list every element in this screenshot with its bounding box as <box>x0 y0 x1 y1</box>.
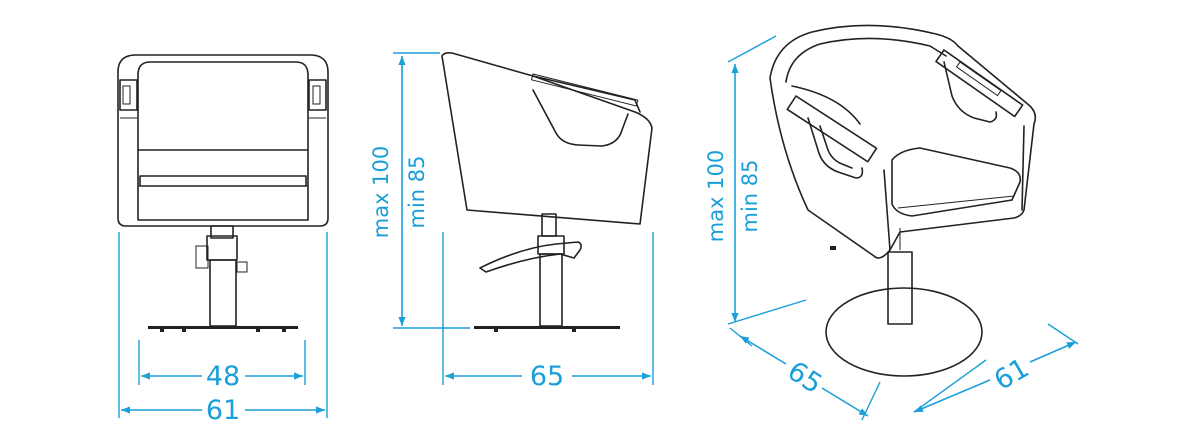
side-depth-label: 65 <box>530 361 564 392</box>
iso-depth-label: 65 <box>782 356 828 401</box>
iso-width-label: 61 <box>989 353 1034 397</box>
iso-height-max-label: max 100 <box>704 150 728 243</box>
front-view: 48 61 <box>117 54 329 426</box>
front-inner-width-label: 48 <box>206 361 240 392</box>
front-outer-width-label: 61 <box>206 395 240 426</box>
iso-height-min-label: min 85 <box>738 160 762 233</box>
iso-depth-line <box>739 335 787 365</box>
front-chair-body <box>117 54 329 227</box>
iso-width-line <box>913 379 991 413</box>
side-height-min-label: min 85 <box>405 156 429 229</box>
iso-chair-base <box>825 246 983 377</box>
iso-view: max 100 min 85 65 61 <box>704 24 1079 421</box>
side-height-max-label: max 100 <box>369 146 393 239</box>
side-view: max 100 min 85 65 <box>369 52 654 392</box>
front-chair-base <box>148 225 298 332</box>
side-chair-body <box>441 52 653 225</box>
side-chair-base <box>474 213 620 332</box>
iso-chair-body <box>769 24 1037 259</box>
